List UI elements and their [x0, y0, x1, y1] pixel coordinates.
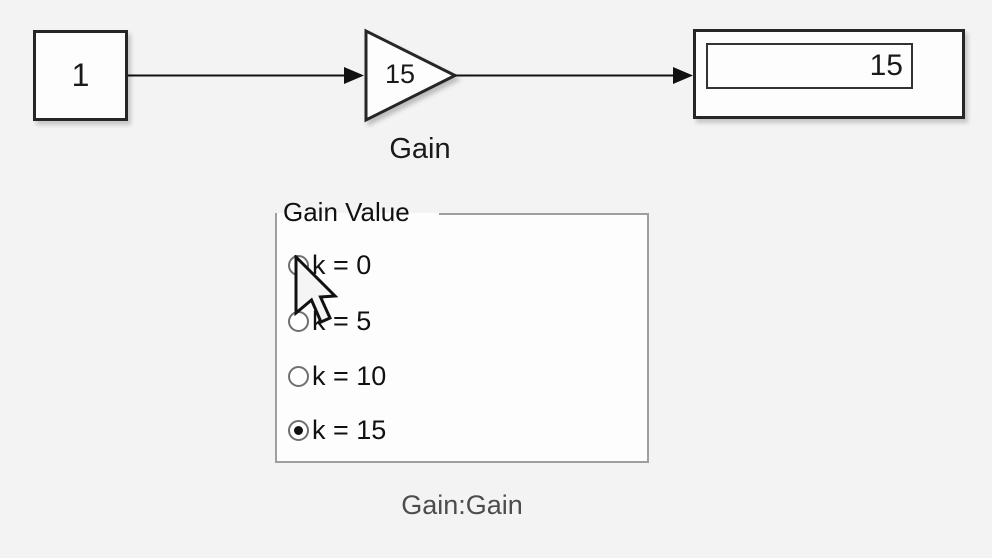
panel-title: Gain Value — [283, 197, 410, 227]
constant-block[interactable]: 1 — [33, 30, 128, 121]
display-value: 15 — [869, 49, 903, 82]
gain-block-label: Gain — [389, 133, 451, 165]
radio-button-icon — [288, 419, 309, 441]
arrowhead-display-input-icon — [673, 67, 693, 84]
radio-button-icon — [288, 254, 309, 276]
radio-button-icon — [288, 310, 309, 332]
radio-option-3[interactable]: k = 15 — [288, 414, 387, 445]
constant-value: 1 — [71, 57, 90, 93]
gain-block-value: 15 — [384, 59, 416, 89]
radio-option-0[interactable]: k = 0 — [288, 249, 372, 280]
radio-option-2[interactable]: k = 10 — [288, 360, 387, 391]
gain-value-panel: Gain Value k = 0 k = 5 k = 10 k = 15 — [275, 197, 649, 463]
radio-option-label: k = 10 — [312, 360, 387, 391]
display-readout: 15 — [706, 43, 913, 89]
radio-option-1[interactable]: k = 5 — [288, 305, 372, 336]
radio-button-icon — [288, 365, 309, 387]
radio-option-label: k = 5 — [312, 305, 372, 336]
arrowhead-gain-input-icon — [344, 67, 364, 84]
gain-block[interactable] — [364, 28, 459, 123]
display-block[interactable]: 15 — [693, 29, 965, 119]
panel-caption: Gain:Gain — [401, 490, 523, 520]
panel-top-border — [439, 213, 647, 215]
radio-option-label: k = 0 — [312, 249, 372, 280]
radio-option-label: k = 15 — [312, 414, 387, 445]
